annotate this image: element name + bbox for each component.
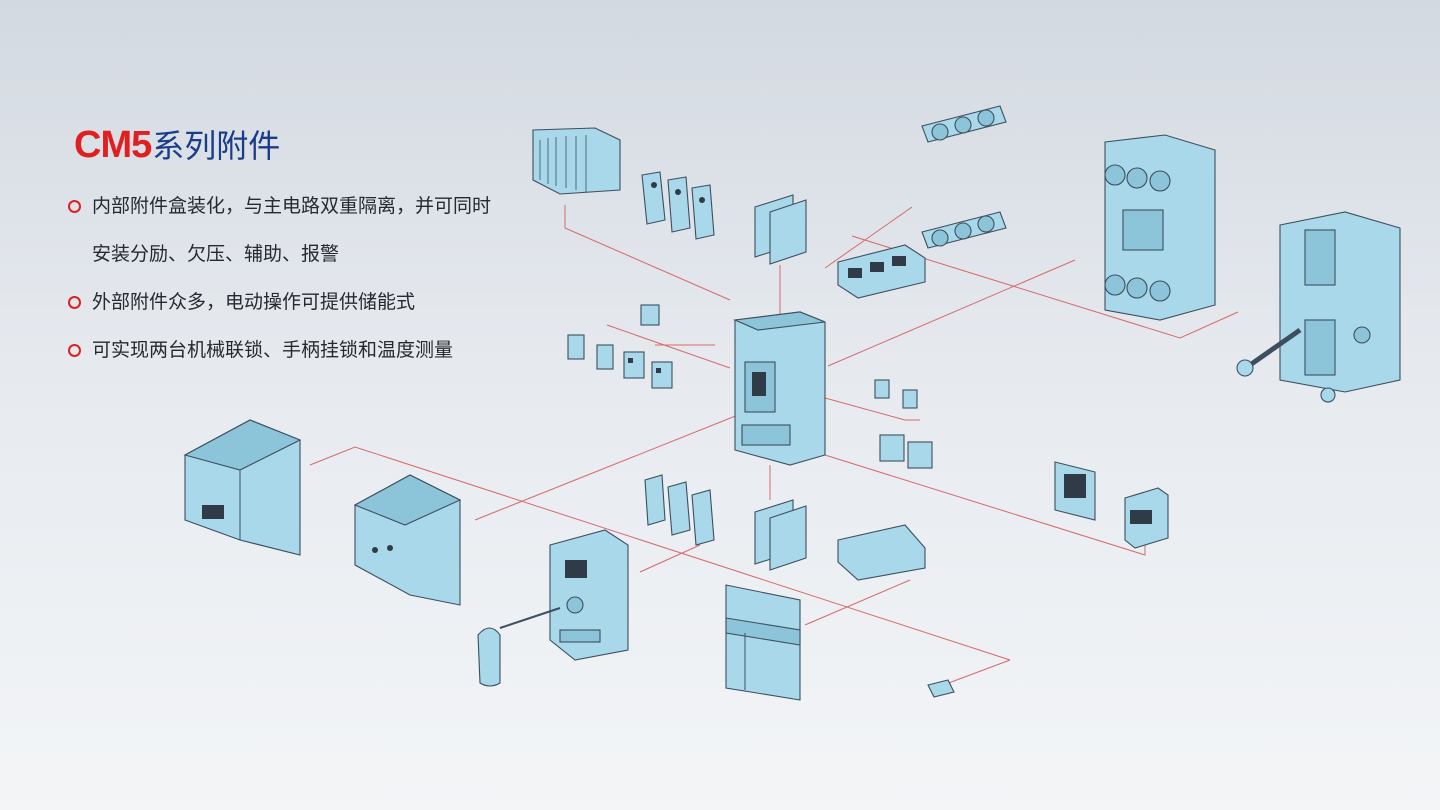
terminal-shroud-part <box>837 244 926 299</box>
external-accessories-part <box>874 379 933 469</box>
bullet-ring-icon <box>68 200 81 213</box>
title-suffix: 系列附件 <box>152 127 281 165</box>
feature-item-1-continued: 安装分励、欠压、辅助、报警 <box>68 238 491 286</box>
circuit-breaker-main-part <box>732 311 826 466</box>
feature-text-1-continued: 安装分励、欠压、辅助、报警 <box>92 243 340 265</box>
phase-barrier-bottom-part <box>754 499 807 571</box>
busbar-plates-part <box>641 171 715 240</box>
draw-out-mechanism-part <box>1236 211 1401 403</box>
temperature-meter-part <box>1054 461 1169 549</box>
terminal-cover-part <box>532 127 621 195</box>
feature-list: 内部附件盒装化，与主电路双重隔离，并可同时 安装分励、欠压、辅助、报警 外部附件… <box>68 190 491 382</box>
rotary-operator-part <box>353 474 462 606</box>
bullet-ring-icon <box>68 296 81 309</box>
terminal-shroud-bottom-part <box>837 524 926 581</box>
motor-operator-part <box>183 419 302 556</box>
feature-item-2: 外部附件众多，电动操作可提供储能式 <box>68 286 491 334</box>
feature-text-3: 可实现两台机械联锁、手柄挂锁和温度测量 <box>92 339 454 361</box>
interlock-plate-part <box>549 529 629 661</box>
feature-item-1: 内部附件盒装化，与主电路双重隔离，并可同时 <box>68 190 491 238</box>
busbar-extension-part <box>644 474 715 546</box>
rear-terminal-bolts-part <box>921 105 1007 249</box>
feature-item-3: 可实现两台机械联锁、手柄挂锁和温度测量 <box>68 334 491 382</box>
feature-text-1: 内部附件盒装化，与主电路双重隔离，并可同时 <box>92 195 492 217</box>
connector-lines <box>309 205 1239 691</box>
rotary-handle-part <box>477 607 561 687</box>
mechanical-interlock-part <box>725 584 801 701</box>
title-brand: CM5 <box>74 124 152 166</box>
internal-accessories-part <box>567 304 673 389</box>
plug-in-base-part <box>1104 134 1216 321</box>
page-title: CM5系列附件 <box>74 126 280 164</box>
feature-text-2: 外部附件众多，电动操作可提供储能式 <box>92 291 416 313</box>
phase-barrier-part <box>754 194 807 265</box>
padlock-clip-part <box>927 679 955 698</box>
bullet-ring-icon <box>68 344 81 357</box>
